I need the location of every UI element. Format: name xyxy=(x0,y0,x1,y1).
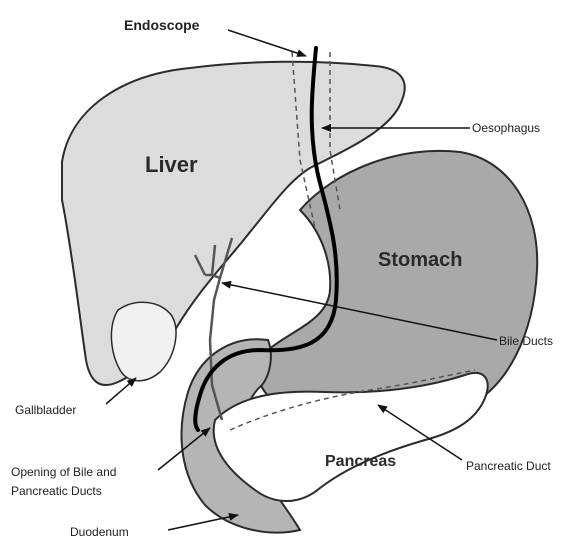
gallbladder-label: Gallbladder xyxy=(15,403,76,417)
stomach-shape xyxy=(258,151,537,424)
duodenum-label: Duodenum xyxy=(70,525,129,539)
gallbladder-shape xyxy=(111,302,176,380)
endoscope-pointer xyxy=(228,30,306,56)
oesophagus-label: Oesophagus xyxy=(472,121,540,135)
bile-ducts-label: Bile Ducts xyxy=(499,334,553,348)
stomach-label: Stomach xyxy=(378,249,462,271)
opening-label-line1: Opening of Bile and xyxy=(11,465,116,479)
duodenum-pointer xyxy=(168,515,238,530)
pancreatic-duct-label: Pancreatic Duct xyxy=(466,459,551,473)
opening-label-line2: Pancreatic Ducts xyxy=(11,484,102,498)
liver-label: Liver xyxy=(145,152,198,177)
pancreas-label: Pancreas xyxy=(325,453,396,470)
endoscope-label: Endoscope xyxy=(124,17,200,33)
